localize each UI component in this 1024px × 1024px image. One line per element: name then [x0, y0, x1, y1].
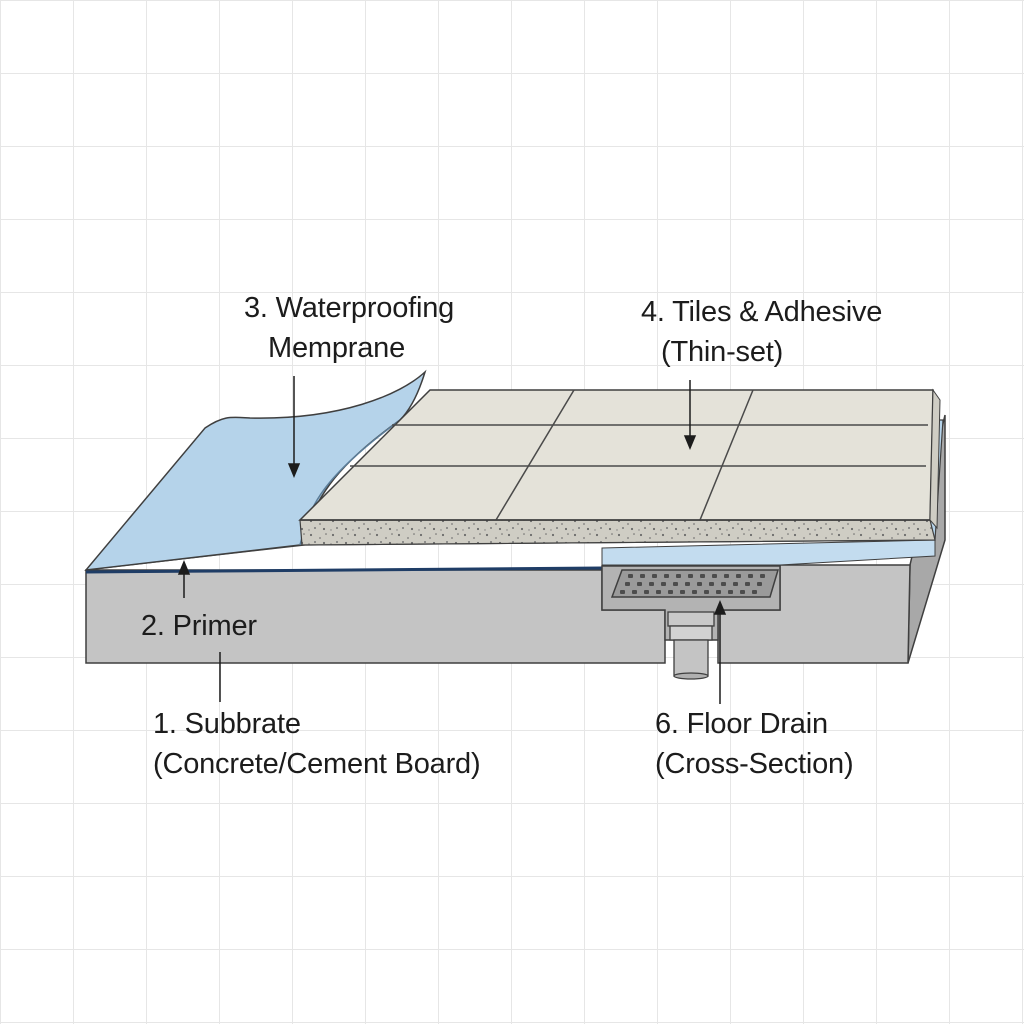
membrane-peeled-flap — [84, 369, 427, 571]
label-drain-line-2: (Cross-Section) — [655, 748, 854, 780]
label-tiles-line-2: (Thin-set) — [661, 336, 784, 368]
label-substrate-line-2: (Concrete/Cement Board) — [153, 748, 481, 780]
drain-pipe-collar — [667, 611, 715, 627]
tile-joint-col-1 — [495, 389, 575, 521]
tiles-arrow-head — [683, 435, 697, 450]
drain-pipe-end — [673, 672, 709, 680]
adhesive-layer — [299, 519, 936, 546]
callout-arrows — [177, 376, 727, 704]
substrate-slab — [85, 414, 946, 664]
label-tiles-line-1: 4. Tiles & Adhesive — [641, 296, 883, 328]
membrane-front-edge — [601, 539, 936, 566]
label-substrate-line-1: 1. Subbrate — [153, 708, 301, 740]
label-primer-line-1: 2. Primer — [141, 610, 257, 642]
tiles-right-edge — [929, 388, 941, 530]
label-floor-drain: 6. Floor Drain (Cross-Section) — [655, 704, 854, 784]
label-substrate: 1. Subbrate (Concrete/Cement Board) — [153, 704, 481, 784]
adhesive-front — [299, 519, 936, 546]
primer-layer — [85, 566, 603, 574]
waterproofing-membrane — [84, 369, 944, 571]
tiles-layer — [298, 388, 941, 530]
label-tiles-adhesive: 4. Tiles & Adhesive (Thin-set) — [641, 292, 882, 372]
drain-arrow-head — [713, 600, 727, 615]
tile-joint-col-2 — [699, 389, 754, 521]
floor-drain — [601, 565, 781, 680]
membrane-arrow-head — [287, 463, 301, 478]
primer-arrow-head — [177, 560, 191, 575]
label-drain-line-1: 6. Floor Drain — [655, 708, 828, 740]
label-membrane-line-1: 3. Waterproofing — [244, 292, 455, 324]
label-waterproofing-membrane: 3. Waterproofing Memprane — [244, 288, 454, 368]
label-membrane-line-2: Memprane — [268, 332, 406, 364]
drain-pipe-collar-2 — [669, 625, 713, 641]
drain-grate-holes — [620, 574, 765, 594]
drain-pipe — [673, 639, 709, 677]
label-primer: 2. Primer — [141, 606, 257, 646]
